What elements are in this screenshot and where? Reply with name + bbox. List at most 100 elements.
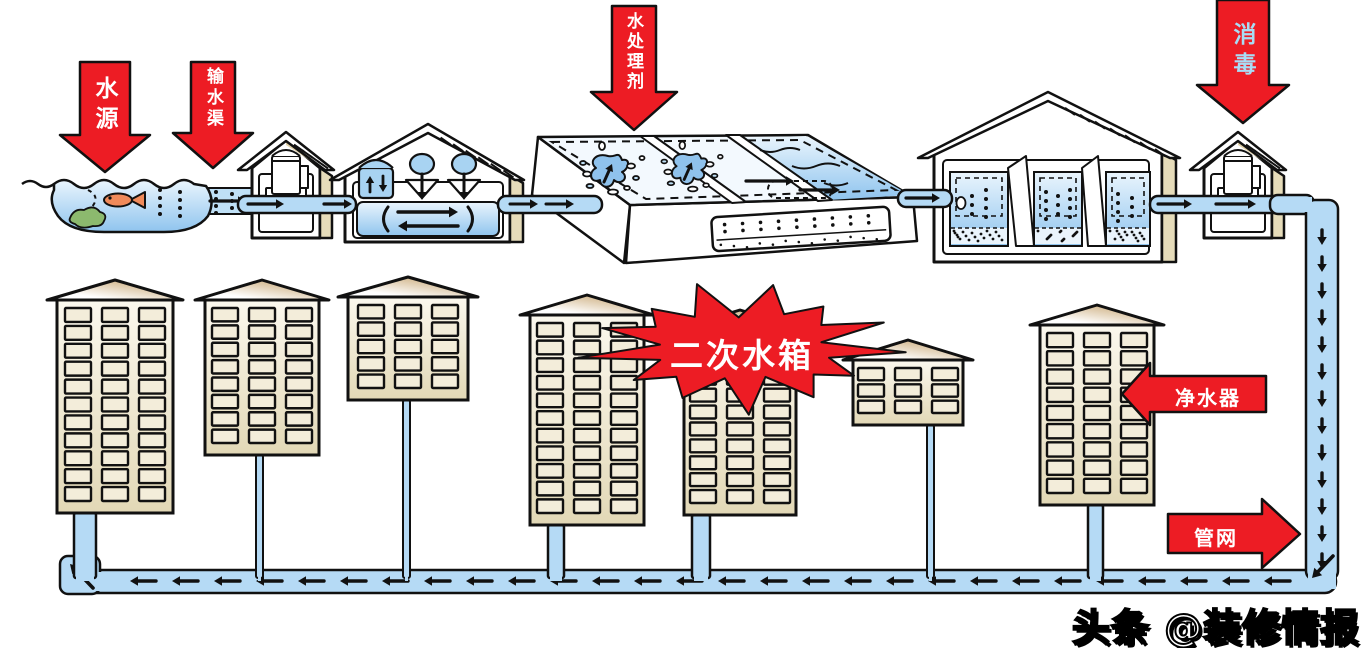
dot	[1044, 217, 1048, 221]
sediment-dot	[771, 243, 775, 246]
pipe-joint-patch	[550, 570, 562, 581]
sand-dot	[973, 235, 977, 239]
building-window	[1082, 477, 1112, 495]
main-pipe-flow-arrow	[1264, 576, 1292, 586]
arrow-head	[718, 576, 726, 586]
arrow-head	[932, 193, 940, 203]
dot	[984, 206, 988, 210]
drop-flow-arrow	[1317, 363, 1327, 380]
arrow-head	[1317, 264, 1327, 272]
building-window	[609, 445, 639, 462]
building-window	[535, 357, 565, 374]
building-window	[762, 421, 792, 437]
sediment-panel	[710, 205, 892, 253]
filter-tank	[949, 171, 1009, 247]
sand-dot	[1125, 233, 1129, 237]
drop-flow-arrow	[1317, 228, 1327, 245]
drop-flow-arrow	[1317, 444, 1327, 461]
sand-dot	[1117, 232, 1121, 236]
flow-arrow	[904, 193, 940, 203]
label-disinfection: 消毒	[1229, 22, 1255, 82]
riser-pipe	[402, 399, 411, 579]
roof-hatch	[1109, 127, 1121, 137]
building-window	[688, 472, 718, 488]
arrow-pipe-network	[1166, 497, 1302, 570]
dot	[1068, 188, 1072, 192]
sand-dot	[1071, 234, 1075, 238]
building-window	[137, 378, 167, 395]
main-pipe-flow-arrow	[634, 576, 662, 586]
panel-frame	[710, 205, 892, 253]
main-pipe-flow-arrow	[1222, 576, 1250, 586]
dot	[1056, 212, 1060, 216]
mixer-unit	[357, 158, 395, 200]
building-window	[393, 356, 423, 372]
sand-dot	[1036, 229, 1040, 233]
drop-flow-arrow	[1317, 498, 1327, 515]
roof-band	[916, 90, 1182, 160]
main-pipe-flow-arrow	[298, 576, 326, 586]
sand-dot	[958, 237, 962, 241]
building-window	[572, 409, 602, 427]
dot	[848, 222, 853, 226]
sand-dot	[967, 238, 971, 242]
splash-droplet	[582, 170, 592, 178]
building-window	[725, 455, 755, 471]
building-window	[572, 427, 602, 444]
building-window	[63, 306, 93, 324]
splash-droplet	[717, 153, 724, 160]
building-window	[1082, 404, 1112, 422]
building-window	[100, 378, 130, 395]
building-window	[247, 341, 277, 358]
building-window	[63, 378, 93, 395]
dot	[984, 188, 988, 192]
dot	[984, 215, 988, 219]
building-window	[688, 421, 718, 437]
arrow-head	[344, 199, 352, 209]
building-window	[63, 396, 93, 413]
dot	[812, 217, 817, 221]
dot	[1068, 206, 1072, 210]
sand-dot	[994, 230, 998, 234]
arrow-head	[676, 576, 684, 586]
arrow-head	[214, 576, 222, 586]
building-window	[247, 411, 277, 427]
building-window	[762, 488, 792, 505]
flow-arrow	[1156, 199, 1192, 209]
splash-droplet	[607, 188, 619, 196]
building-window	[393, 373, 423, 390]
building-window	[1045, 386, 1075, 404]
building-window	[1119, 331, 1149, 349]
roof-hatch	[1094, 120, 1106, 130]
dot	[1044, 199, 1048, 203]
building-window	[1045, 459, 1075, 476]
splash-droplet	[663, 168, 673, 176]
sediment-dot	[836, 239, 840, 243]
arrow-head	[449, 206, 458, 218]
splash-droplet	[585, 183, 595, 189]
roof-band	[328, 122, 526, 182]
building-window	[284, 358, 314, 375]
arrow-head	[382, 576, 390, 586]
sediment-dot	[862, 236, 865, 240]
network-drop-pipe	[1268, 193, 1340, 589]
dot	[1056, 194, 1060, 198]
tank-dashed-box	[1111, 177, 1145, 217]
roof-hatch	[317, 160, 329, 170]
arrow-head	[1317, 318, 1327, 326]
pump-unit	[265, 149, 309, 197]
dot	[1044, 190, 1048, 194]
dot	[178, 198, 182, 202]
drop-flow-arrow	[1317, 417, 1327, 434]
dot	[813, 224, 817, 228]
riser-pipe	[926, 424, 935, 579]
sand-dot	[953, 231, 957, 235]
pipe-joint-patch	[1308, 572, 1336, 589]
arrow-head	[1184, 199, 1192, 209]
mixer-dome	[408, 152, 436, 176]
building-window	[609, 427, 639, 444]
building-roof	[336, 275, 480, 299]
pump-outlet	[299, 165, 309, 189]
building-window	[1082, 368, 1112, 385]
arrow-head	[1317, 507, 1327, 515]
